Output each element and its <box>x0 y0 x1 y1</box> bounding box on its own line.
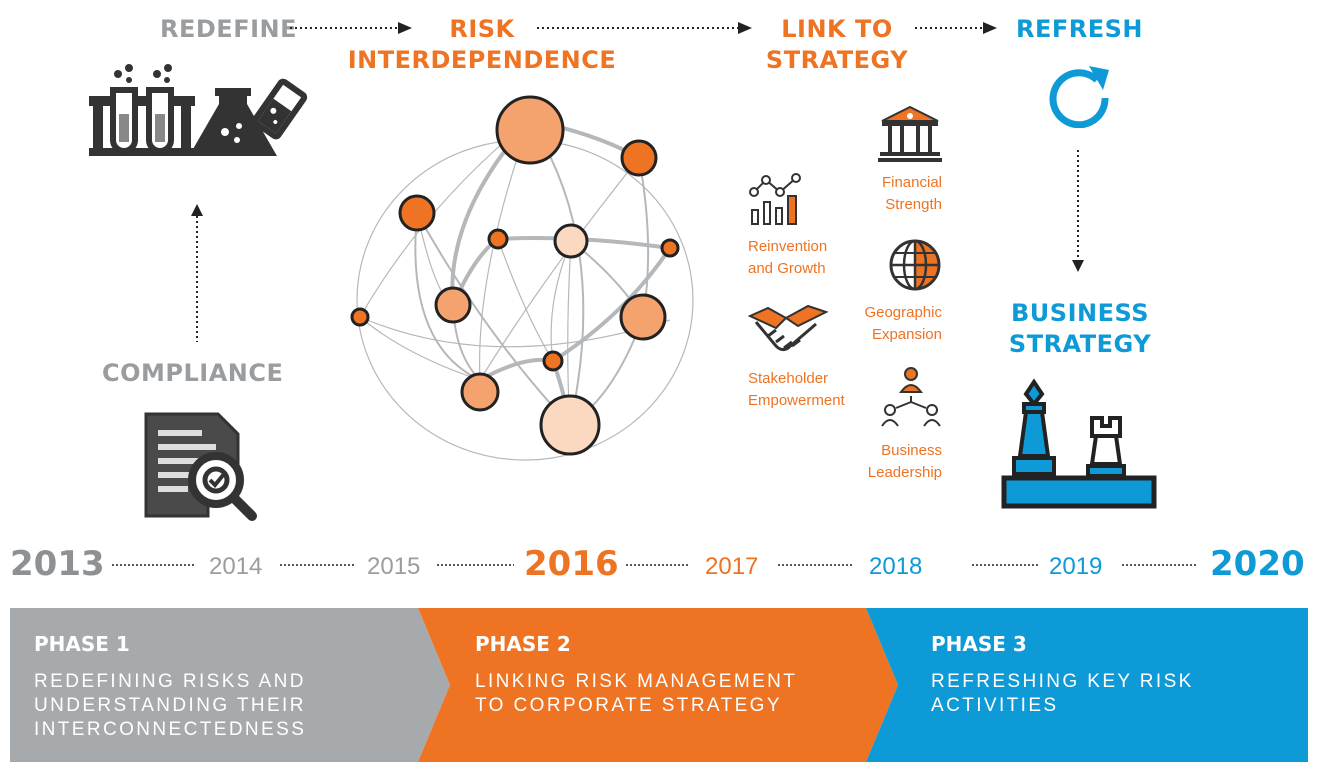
bank-icon <box>878 105 942 162</box>
stage-link-line1: LINK TO <box>781 15 893 43</box>
phase-2-band <box>418 608 898 762</box>
year-2016: 2016 <box>524 544 619 584</box>
year-2017: 2017 <box>705 553 759 580</box>
compliance-up-arrow <box>191 204 203 342</box>
globe-icon <box>889 239 941 291</box>
pillar-label: Reinvention <box>748 238 828 255</box>
phase-desc-line: LINKING RISK MANAGEMENT <box>475 671 798 692</box>
phase-desc-line: TO CORPORATE STRATEGY <box>475 695 782 716</box>
network-node <box>460 372 500 412</box>
phase-desc-line: ACTIVITIES <box>931 695 1059 716</box>
arrow-head-2 <box>738 22 752 34</box>
pillar-label: Geographic <box>864 304 942 321</box>
stage-arrows <box>290 22 997 34</box>
network-node <box>495 95 565 165</box>
pillar-label: Financial <box>881 174 942 191</box>
phase-3-band <box>866 608 1308 762</box>
stage-business-line1: BUSINESS <box>1011 299 1149 327</box>
year-2018: 2018 <box>869 553 923 580</box>
pillar-label: Strength <box>885 196 942 213</box>
pillar-label: Stakeholder <box>748 370 829 387</box>
phase-1-desc: REDEFINING RISKS AND UNDERSTANDING THEIR… <box>34 670 306 742</box>
chess-icon <box>1001 378 1157 509</box>
stage-risk-line1: RISK <box>449 15 515 43</box>
refresh-icon <box>1049 66 1109 128</box>
phase-1: PHASE 1 REDEFINING RISKS AND UNDERSTANDI… <box>34 632 306 742</box>
pillar-label: Expansion <box>871 326 942 343</box>
year-2013: 2013 <box>10 544 105 584</box>
pillar-geographic-expansion: Geographic Expansion <box>845 302 942 346</box>
network-node <box>660 238 680 258</box>
phase-desc-line: REDEFINING RISKS AND <box>34 671 306 692</box>
year-2015: 2015 <box>367 553 421 580</box>
handshake-icon <box>747 304 829 352</box>
network-icon <box>350 95 694 461</box>
network-node <box>542 350 564 372</box>
stage-risk-interdependence: RISK INTERDEPENDENCE <box>342 14 622 76</box>
pillar-stakeholder-empowerment: Stakeholder Empowerment <box>748 368 868 412</box>
phase-2-title: PHASE 2 <box>475 632 571 656</box>
network-node <box>539 394 601 456</box>
document-check-icon <box>144 412 257 521</box>
pillar-label: Business <box>881 442 942 459</box>
year-2020: 2020 <box>1210 544 1305 584</box>
network-node <box>350 307 370 327</box>
stage-redefine: REDEFINE <box>160 15 297 43</box>
year-2014: 2014 <box>209 553 263 580</box>
stage-link-line2: STRATEGY <box>765 46 909 74</box>
stage-risk-line2: INTERDEPENDENCE <box>347 46 617 74</box>
arrow-head-3 <box>983 22 997 34</box>
pillar-reinvention-growth: Reinvention and Growth <box>748 236 848 280</box>
network-node <box>434 286 472 324</box>
stage-business-strategy: BUSINESS STRATEGY <box>1000 298 1160 360</box>
pillar-label: and Growth <box>748 260 826 277</box>
stage-link-to-strategy: LINK TO STRATEGY <box>752 14 922 76</box>
network-node <box>487 228 509 250</box>
refresh-down-arrow <box>1072 150 1084 272</box>
phase-desc-line: INTERCONNECTEDNESS <box>34 719 307 740</box>
phase-3: PHASE 3 REFRESHING KEY RISK ACTIVITIES <box>931 632 1194 718</box>
phase-2-desc: LINKING RISK MANAGEMENT TO CORPORATE STR… <box>475 670 797 718</box>
year-2019: 2019 <box>1049 553 1103 580</box>
network-node <box>619 293 667 341</box>
beaker-icon <box>251 78 308 140</box>
lab-icons <box>89 64 308 156</box>
test-tubes-icon <box>89 64 195 156</box>
phase-3-desc: REFRESHING KEY RISK ACTIVITIES <box>931 670 1194 718</box>
stage-refresh: REFRESH <box>1016 15 1144 43</box>
phase-1-band <box>10 608 450 762</box>
network-node <box>398 194 436 232</box>
phase-banner <box>10 608 1308 762</box>
network-node <box>620 139 658 177</box>
pillar-label: Leadership <box>867 464 942 481</box>
phase-desc-line: UNDERSTANDING THEIR <box>34 695 306 716</box>
phase-3-title: PHASE 3 <box>931 632 1027 656</box>
network-node <box>553 223 589 259</box>
stage-compliance: COMPLIANCE <box>102 359 284 387</box>
pillar-financial-strength: Financial Strength <box>860 172 942 216</box>
pillar-label: Empowerment <box>748 392 845 409</box>
pillar-business-leadership: Business Leadership <box>845 440 942 484</box>
timeline-dots <box>112 564 1196 566</box>
flask-icon <box>189 88 277 156</box>
stage-business-line2: STRATEGY <box>1008 330 1152 358</box>
phase-1-title: PHASE 1 <box>34 632 130 656</box>
growth-chart-icon <box>749 173 801 225</box>
org-chart-icon <box>881 367 941 427</box>
phase-2: PHASE 2 LINKING RISK MANAGEMENT TO CORPO… <box>475 632 797 718</box>
phase-desc-line: REFRESHING KEY RISK <box>931 671 1194 692</box>
arrow-head-1 <box>398 22 412 34</box>
